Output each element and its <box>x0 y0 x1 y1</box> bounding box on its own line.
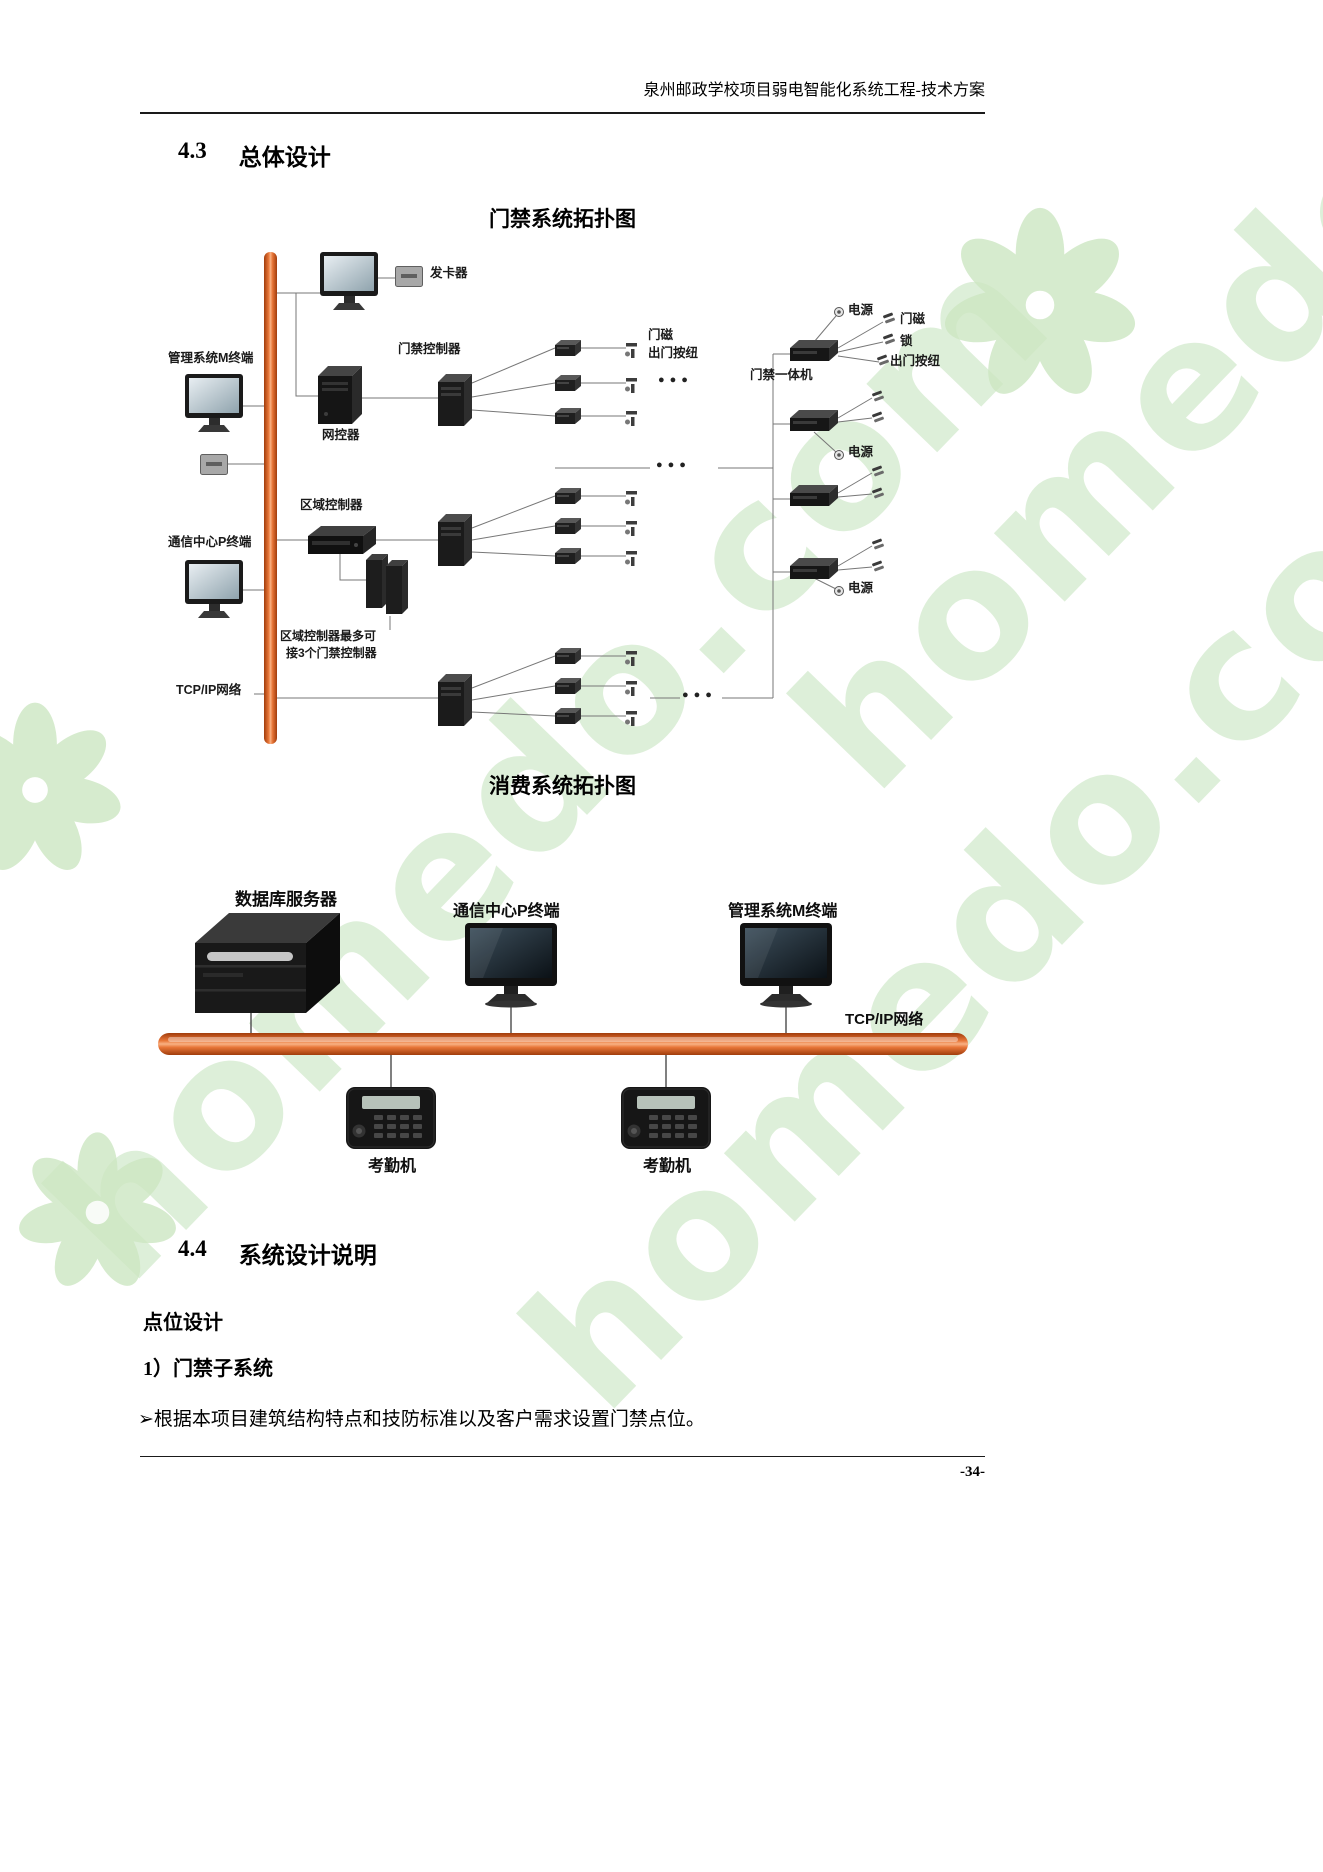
header-title: 泉州邮政学校项目弱电智能化系统工程-技术方案 <box>643 82 985 99</box>
reader-icons-group2 <box>555 488 637 566</box>
label-area-controller: 区域控制器 <box>300 498 363 512</box>
attendance-machine-icon <box>620 1086 712 1150</box>
label-access-controller: 门禁控制器 <box>398 342 461 356</box>
label-all-in-one: 门禁一体机 <box>750 368 813 382</box>
label-power: 电源 <box>848 303 874 317</box>
section-title: 总体设计 <box>238 145 331 170</box>
tower-pair-icons <box>366 554 408 614</box>
label-tcpip-network: TCP/IP网络 <box>176 683 242 697</box>
consumption-topology-canvas <box>158 913 968 1150</box>
footer-rule <box>140 1456 985 1457</box>
database-server-icon <box>195 913 340 1013</box>
label-comm-terminal: 通信中心P终端 <box>453 903 560 920</box>
label-power: 电源 <box>848 445 874 459</box>
connector-lines <box>227 277 884 717</box>
access-diagram-title: 门禁系统拓扑图 <box>489 207 636 231</box>
ellipsis-dots: ●●● <box>658 374 693 386</box>
bullet-marker-icon: ➢ <box>138 1409 154 1430</box>
label-card-issuer: 发卡器 <box>430 266 468 280</box>
cable-end-icons <box>871 312 896 572</box>
label-mgmt-terminal: 管理系统M终端 <box>728 903 838 920</box>
section-number: 4.4 <box>178 1236 207 1261</box>
section-heading-43: 4.3 总体设计 <box>178 138 331 172</box>
monitor-icon <box>185 560 243 618</box>
section-title: 系统设计说明 <box>238 1243 377 1268</box>
reader-icons-group3 <box>555 648 637 726</box>
access-topology-diagram: 发卡器 管理系统M终端 网控器 门禁控制器 门磁 出门按纽 ●●● ●●● ●●… <box>150 248 950 748</box>
ellipsis-dots: ●●● <box>656 459 691 471</box>
bullet-text: 根据本项目建筑结构特点和技防标准以及客户需求设置门禁点位。 <box>153 1409 705 1430</box>
label-door-magnet: 门磁 <box>648 328 674 342</box>
label-tcpip-network: TCP/IP网络 <box>845 1011 924 1028</box>
label-attendance-machine: 考勤机 <box>368 1158 417 1175</box>
label-attendance-machine: 考勤机 <box>643 1158 692 1175</box>
desktop-reader-icon <box>200 454 228 475</box>
attendance-machine-icon <box>345 1086 437 1150</box>
connector-lines <box>250 1006 787 1087</box>
network-controller-icon <box>318 366 362 424</box>
consumption-diagram-title: 消费系统拓扑图 <box>489 774 636 798</box>
label-db-server: 数据库服务器 <box>235 890 337 909</box>
header-rule <box>140 112 985 114</box>
network-bus-bar <box>264 252 277 744</box>
access-controller-icon <box>438 374 472 426</box>
label-mgmt-terminal: 管理系统M终端 <box>168 351 254 365</box>
point-design-heading: 点位设计 <box>143 1312 223 1334</box>
access-controller-icon <box>438 514 472 566</box>
label-net-controller: 网控器 <box>322 428 360 442</box>
page-number: -34- <box>960 1464 985 1480</box>
section-heading-44: 4.4 系统设计说明 <box>178 1236 377 1270</box>
access-topology-canvas <box>185 252 896 744</box>
ellipsis-dots: ●●● <box>682 689 717 701</box>
label-exit-button: 出门按纽 <box>890 354 941 368</box>
monitor-icon <box>320 252 378 310</box>
power-connector-icons <box>834 307 844 596</box>
access-controller-icon <box>438 674 472 726</box>
area-note-line1: 区域控制器最多可 <box>280 629 377 643</box>
label-door-magnet: 门磁 <box>900 312 926 326</box>
monitor-icon <box>465 923 557 1008</box>
area-controller-icon <box>308 526 376 554</box>
monitor-icon <box>740 923 832 1008</box>
section-number: 4.3 <box>178 138 207 163</box>
consumption-topology-diagram: 数据库服务器 通信中心P终端 管理系统M终端 TCP/IP网络 考勤机 考勤机 <box>150 875 975 1185</box>
label-comm-terminal: 通信中心P终端 <box>168 535 252 549</box>
card-issuer-icon <box>395 266 423 287</box>
monitor-icon <box>185 374 243 432</box>
area-note-line2: 接3个门禁控制器 <box>286 646 377 660</box>
network-bus-bar <box>158 1033 968 1055</box>
subsystem-heading: 1）门禁子系统 <box>143 1358 273 1380</box>
label-exit-button: 出门按纽 <box>648 346 699 360</box>
label-power: 电源 <box>848 581 874 595</box>
bus-highlight <box>168 1037 958 1042</box>
bullet-paragraph: ➢根据本项目建筑结构特点和技防标准以及客户需求设置门禁点位。 <box>138 1404 705 1431</box>
label-lock: 锁 <box>900 334 913 348</box>
